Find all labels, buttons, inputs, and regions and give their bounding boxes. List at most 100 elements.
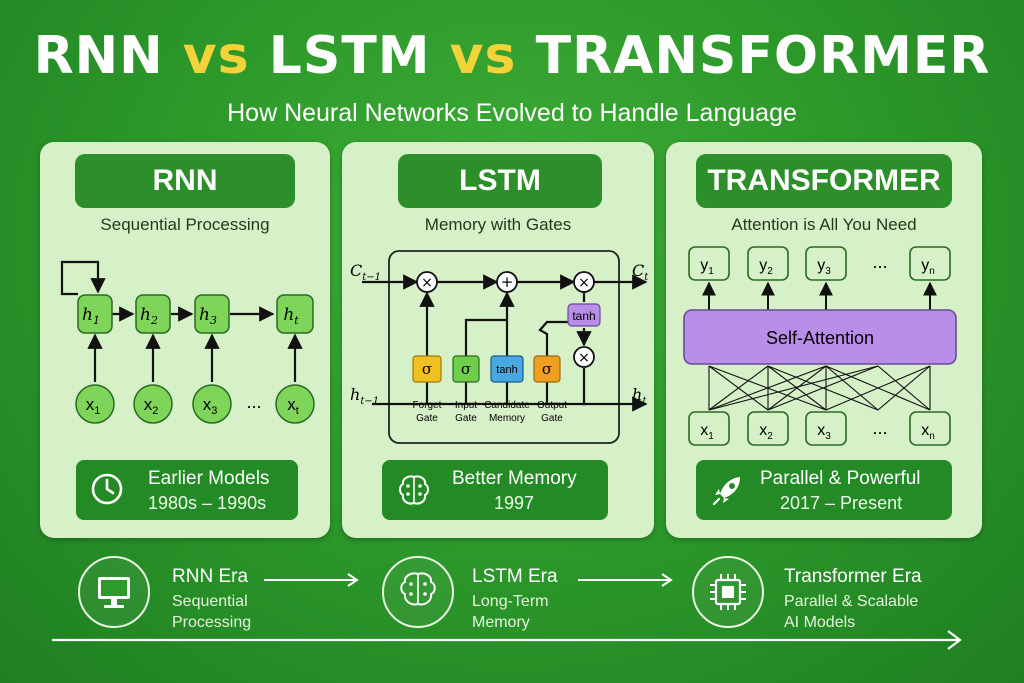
lstm-panel-title: LSTM [398, 154, 602, 208]
input-gate: σ [452, 355, 480, 383]
timeline-arrow [578, 573, 673, 587]
lstm-panel-subtitle: Memory with Gates [424, 215, 572, 234]
lstm-cell-box [388, 250, 620, 444]
cell-tanh-block: tanh [567, 303, 601, 327]
input-node: x3 [192, 384, 232, 424]
hidden-out-label: ht [632, 385, 647, 407]
timeline-arrow [264, 573, 359, 587]
svg-text:xt: xt [287, 395, 299, 417]
rnn-panel-title: RNN [75, 154, 295, 208]
hidden-state-node: h3 [194, 294, 230, 334]
svg-text:y2: y2 [759, 257, 773, 277]
output-ellipsis: ... [872, 252, 887, 272]
forget-gate: σ [412, 355, 442, 383]
transformer-panel-title: TRANSFORMER [696, 154, 952, 208]
svg-text:h1: h1 [82, 305, 100, 327]
rnn-era-title: RNN Era [172, 566, 249, 587]
svg-text:h3: h3 [199, 305, 217, 327]
output-gate: σ [533, 355, 561, 383]
chip-icon [710, 574, 746, 610]
output-token: y2 [747, 246, 789, 281]
svg-text:yn: yn [921, 257, 935, 277]
rnn-ellipsis: ... [246, 392, 261, 412]
hidden-in-label: ht−1 [350, 385, 379, 407]
title-transformer: TRANSFORMER [535, 26, 991, 86]
output-gate-path [538, 320, 574, 356]
lstm-diagram: × + × × tanh σ σ tanh [350, 250, 649, 444]
rnn-panel: RNN Sequential Processing h1 h2 h3 [40, 142, 330, 538]
output-token: yn [909, 246, 951, 281]
svg-text:tanh: tanh [496, 364, 517, 376]
output-token: y1 [688, 246, 730, 281]
svg-text:σ: σ [542, 360, 552, 378]
transformer-caption-title: Parallel & Powerful [760, 468, 921, 489]
timeline-main-arrow [52, 630, 962, 650]
svg-text:x2: x2 [144, 395, 159, 417]
rnn-caption-title: Earlier Models [148, 468, 270, 489]
svg-text:x1: x1 [86, 395, 101, 417]
rnn-caption-years: 1980s – 1990s [148, 493, 267, 513]
svg-text:xn: xn [921, 422, 935, 442]
svg-text:σ: σ [461, 360, 471, 378]
transformer-era-title: Transformer Era [784, 566, 922, 587]
page-title: RNN vs LSTM vs TRANSFORMER [0, 26, 1024, 86]
multiply-operation: × [573, 271, 595, 293]
hidden-state-node: h2 [135, 294, 171, 334]
svg-text:x3: x3 [817, 422, 831, 442]
self-attention-block: Self-Attention [683, 309, 957, 365]
svg-text:×: × [578, 275, 590, 291]
svg-text:x1: x1 [700, 422, 714, 442]
input-gate-path [464, 318, 507, 356]
rnn-panel-subtitle: Sequential Processing [100, 215, 270, 234]
svg-text:×: × [578, 350, 590, 366]
cell-state-in-label: Ct−1 [350, 261, 381, 283]
input-node: x2 [133, 384, 173, 424]
title-vs: vs [182, 26, 250, 86]
input-token: x2 [747, 411, 789, 446]
multiply-operation: × [416, 271, 438, 293]
title-lstm: LSTM [268, 26, 431, 86]
rnn-era-icon-circle [78, 556, 150, 628]
page-subtitle: How Neural Networks Evolved to Handle La… [227, 99, 797, 127]
transformer-caption: Parallel & Powerful 2017 – Present [696, 460, 952, 520]
output-token: y3 [805, 246, 847, 281]
hidden-state-node: h1 [77, 294, 113, 334]
rocket-icon [712, 477, 740, 506]
hidden-output-arrow [582, 368, 648, 412]
hidden-state-node: ht [276, 294, 314, 334]
candidate-gate: tanh [490, 355, 524, 383]
transformer-panel: TRANSFORMER Attention is All You Need y1… [666, 142, 982, 538]
input-token: xn [909, 411, 951, 446]
lstm-caption: Better Memory 1997 [382, 460, 608, 520]
transformer-diagram: y1 y2 y3 ... yn Self-Attention [683, 246, 957, 446]
svg-text:tanh: tanh [572, 309, 595, 323]
multiply-operation: × [573, 346, 595, 368]
lstm-era-icon-circle [382, 556, 454, 628]
cell-state-out-label: Ct [632, 261, 649, 283]
lstm-panel: LSTM Memory with Gates × [342, 142, 654, 538]
lstm-caption-year: 1997 [494, 493, 535, 513]
rnn-caption: Earlier Models 1980s – 1990s [76, 460, 298, 520]
attention-connections [708, 365, 931, 411]
svg-text:ht: ht [283, 305, 299, 327]
recurrent-loop-arrow [60, 260, 106, 296]
svg-text:y1: y1 [700, 257, 714, 277]
brain-icon [400, 572, 436, 606]
svg-text:x3: x3 [203, 395, 218, 417]
clock-icon [91, 473, 123, 505]
svg-text:Self-Attention: Self-Attention [766, 328, 874, 348]
add-operation: + [496, 271, 518, 293]
svg-text:σ: σ [422, 360, 432, 378]
svg-text:×: × [421, 275, 433, 291]
transformer-caption-years: 2017 – Present [780, 493, 903, 513]
title-rnn: RNN [33, 26, 164, 86]
brain-icon [399, 475, 429, 505]
svg-text:y3: y3 [817, 257, 831, 277]
input-ellipsis: ... [872, 418, 887, 438]
rnn-diagram: h1 h2 h3 ht x1 x2 x3 ... xt [60, 260, 315, 424]
svg-text:x2: x2 [759, 422, 773, 442]
